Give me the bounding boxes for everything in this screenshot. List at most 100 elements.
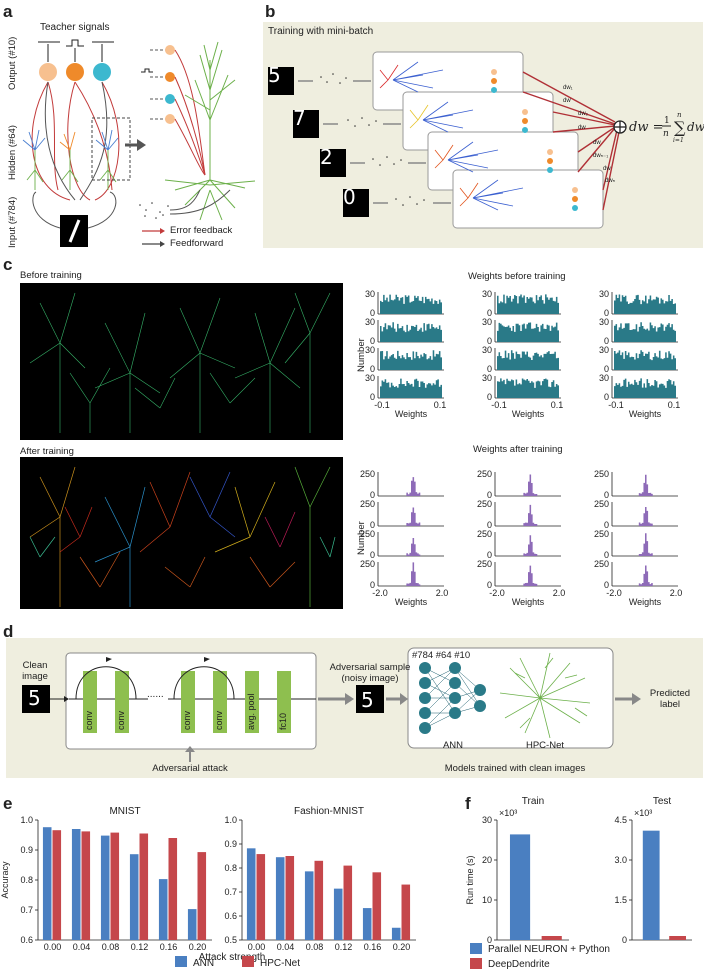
hist-before-ytick-top: 30 (365, 317, 375, 327)
chart-bar-deepdendrite (669, 936, 686, 940)
chart-bar-hpc-net (372, 872, 382, 940)
dw-label-2: dw (563, 98, 571, 104)
hist-before-ytick-top: 30 (599, 345, 609, 355)
mini-batch-title: Training with mini-batch (268, 26, 374, 37)
chart-xtick-label: 0.16 (160, 942, 178, 952)
chart-bar-hpc-net (139, 833, 149, 940)
chart-ytick-label: 0.7 (224, 887, 237, 897)
hist-before-ytick-top: 30 (482, 289, 492, 299)
legend-feedforward: Feedforward (170, 238, 224, 249)
before-neuron-forest (29, 292, 331, 433)
hist-after-ytick-zero: 0 (604, 550, 609, 560)
chart-ytick-label: 0.5 (224, 935, 237, 945)
hist-before-ytick-zero: 0 (370, 392, 375, 402)
hist-after-ytick-top: 250 (594, 469, 609, 479)
hist-before-bars (497, 322, 559, 342)
hist-before-ytick-top: 30 (365, 345, 375, 355)
chart-bar-ann (71, 829, 81, 940)
legend-error-feedback: Error feedback (170, 225, 233, 236)
panel-d-diagram (50, 647, 641, 762)
hist-before-ytick-top: 30 (482, 345, 492, 355)
chart-bar-ann (158, 879, 168, 940)
chart-bar-ann (304, 871, 314, 940)
dw-label-6: dwₙ₋₁ (593, 153, 608, 159)
chart-ytick-label: 20 (482, 855, 492, 865)
digit-image-7: 7 (293, 106, 306, 130)
hist-after-ytick-zero: 0 (487, 550, 492, 560)
chart-bar-ann (187, 909, 197, 940)
hist-after-ytick-zero: 0 (370, 520, 375, 530)
chart-ytick-label: 1.0 (224, 815, 237, 825)
chart-ytick-label: 0.9 (20, 845, 33, 855)
chart-bar-hpc-net (52, 830, 62, 940)
chart-bar-ann (362, 908, 372, 940)
hist-after-ytick-zero: 0 (370, 490, 375, 500)
dw-label-3: dw₂ (578, 111, 589, 117)
hist-after-ytick-top: 250 (477, 559, 492, 569)
chart-ytick-label: 0.6 (20, 935, 33, 945)
hist-before-xlabel: Weights (629, 409, 662, 419)
adversarial-sample-label: Adversarial sample (329, 662, 411, 673)
legend-parallel-neuron-label: Parallel NEURON + Python (488, 944, 610, 955)
after-training-image (20, 457, 343, 609)
block-avg-pool: avg. pool (246, 693, 256, 730)
hist-after-xlabel: Weights (629, 597, 662, 607)
formula-sum-top: n (677, 111, 682, 119)
ann-label: ANN (442, 740, 464, 751)
chart-bar-hpc-net (81, 831, 91, 940)
chart-xtick-label: 0.04 (73, 942, 91, 952)
block-conv-2: conv (116, 710, 126, 730)
chart-ylabel: Accuracy (0, 861, 10, 899)
dots-label: ...... (147, 689, 164, 700)
hist-before-bars (497, 378, 559, 398)
hist-before-ytick-top: 30 (599, 373, 609, 383)
hist-after-bars (523, 535, 538, 556)
chart-bar-parallel-neuron (509, 834, 531, 940)
chart-ytick-label: 0 (622, 935, 627, 945)
weights-before-title: Weights before training (468, 271, 566, 282)
hist-after-bars (638, 507, 653, 526)
hist-before-ytick-zero: 0 (604, 336, 609, 346)
hist-after-bars (406, 477, 421, 496)
hist-before-bars (380, 294, 442, 314)
hist-before-bars (614, 294, 676, 314)
hist-before-ytick-zero: 0 (487, 336, 492, 346)
chart-bar-ann (129, 854, 139, 940)
chart-bar-ann (275, 857, 285, 940)
legend-hpc-label: HPC-Net (260, 958, 300, 969)
hist-before-ytick-zero: 0 (487, 308, 492, 318)
chart-xtick-label: 0.08 (102, 942, 120, 952)
dw-label-8: dwₙ (605, 178, 616, 184)
chart-bar-ann (42, 827, 52, 940)
legend-hpc-swatch (242, 956, 254, 967)
formula-lhs: dw = (629, 120, 663, 135)
hist-after-bars (523, 504, 538, 526)
clean-label: Clean (22, 660, 48, 671)
dw-label-4: dw (578, 125, 586, 131)
hist-before-ytick-zero: 0 (370, 308, 375, 318)
hist-after-ytick-top: 250 (360, 499, 375, 509)
chart-ytick-label: 0.7 (20, 905, 33, 915)
hist-before-bars (497, 294, 559, 314)
chart-bar-hpc-net (110, 832, 120, 940)
block-conv-3: conv (182, 710, 192, 730)
chart-bar-ann (333, 888, 343, 940)
noisy-image-label: (noisy image) (341, 673, 399, 684)
hist-before-xlabel: Weights (512, 409, 545, 419)
formula-sum-bot: i=1 (673, 137, 684, 144)
adversarial-attack-label: Adversarial attack (152, 763, 228, 774)
chart-bar-hpc-net (343, 865, 353, 940)
panel-label-c: c (3, 255, 13, 274)
chart-xtick-label: 0.20 (393, 942, 411, 952)
chart-bar-ann (100, 835, 110, 940)
clean-digit-image (22, 685, 50, 713)
chart-ylabel: Run time (s) (465, 855, 475, 904)
hist-before-bars (380, 350, 442, 370)
hpc-net-label: HPC-Net (525, 740, 564, 751)
formula-rhs: dwᵢ (687, 120, 704, 134)
chart-bar-parallel-neuron (642, 830, 660, 940)
digit-image-2: 2 (320, 145, 333, 169)
chart-xtick-label: 0.08 (306, 942, 324, 952)
